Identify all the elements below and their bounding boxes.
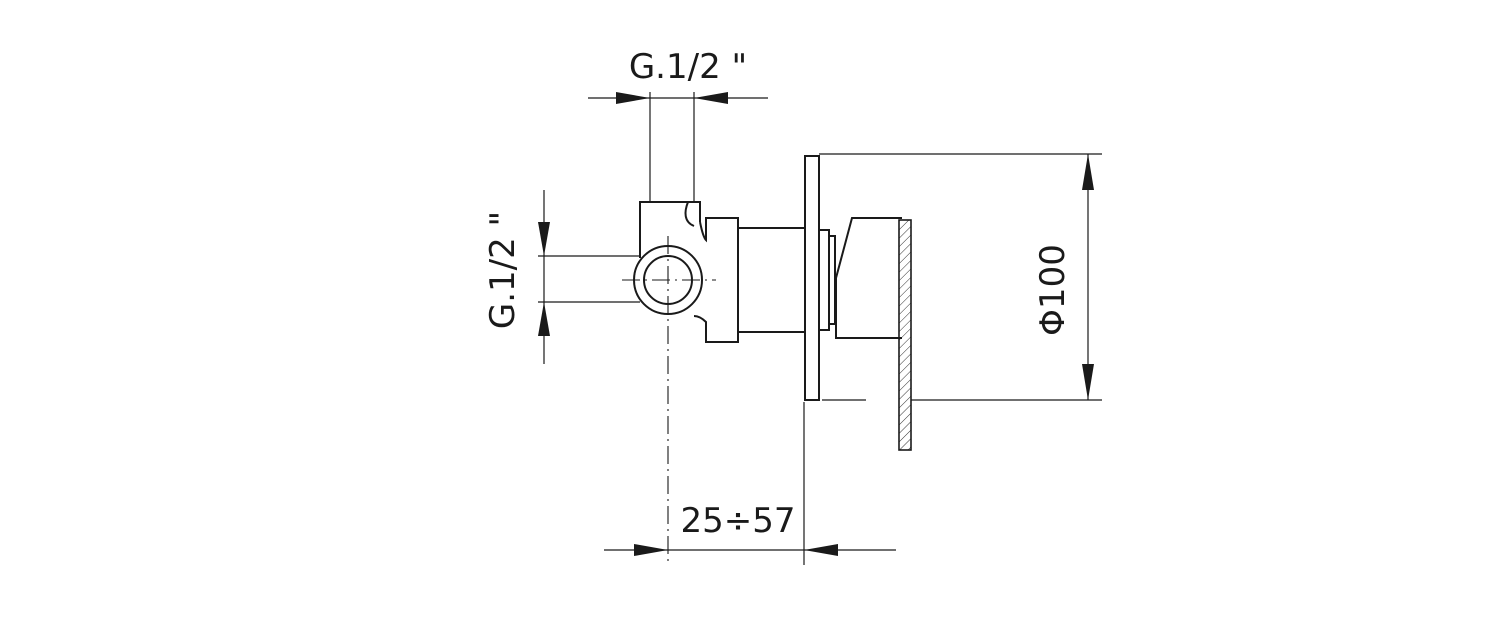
dimension-plate-diameter: Φ100 [819,153,1102,401]
side-thread-label: G.1/2 " [483,211,523,329]
wall-depth-label: 25÷57 [680,501,795,541]
valve-body [633,155,912,451]
top-thread-label: G.1/2 " [629,47,747,87]
dimension-wall-depth: 25÷57 [604,402,896,565]
plate-diameter-label: Φ100 [1033,244,1073,336]
dimension-side-thread: G.1/2 " [483,190,640,364]
dimension-top-thread: G.1/2 " [588,47,768,202]
center-lines [622,236,716,565]
